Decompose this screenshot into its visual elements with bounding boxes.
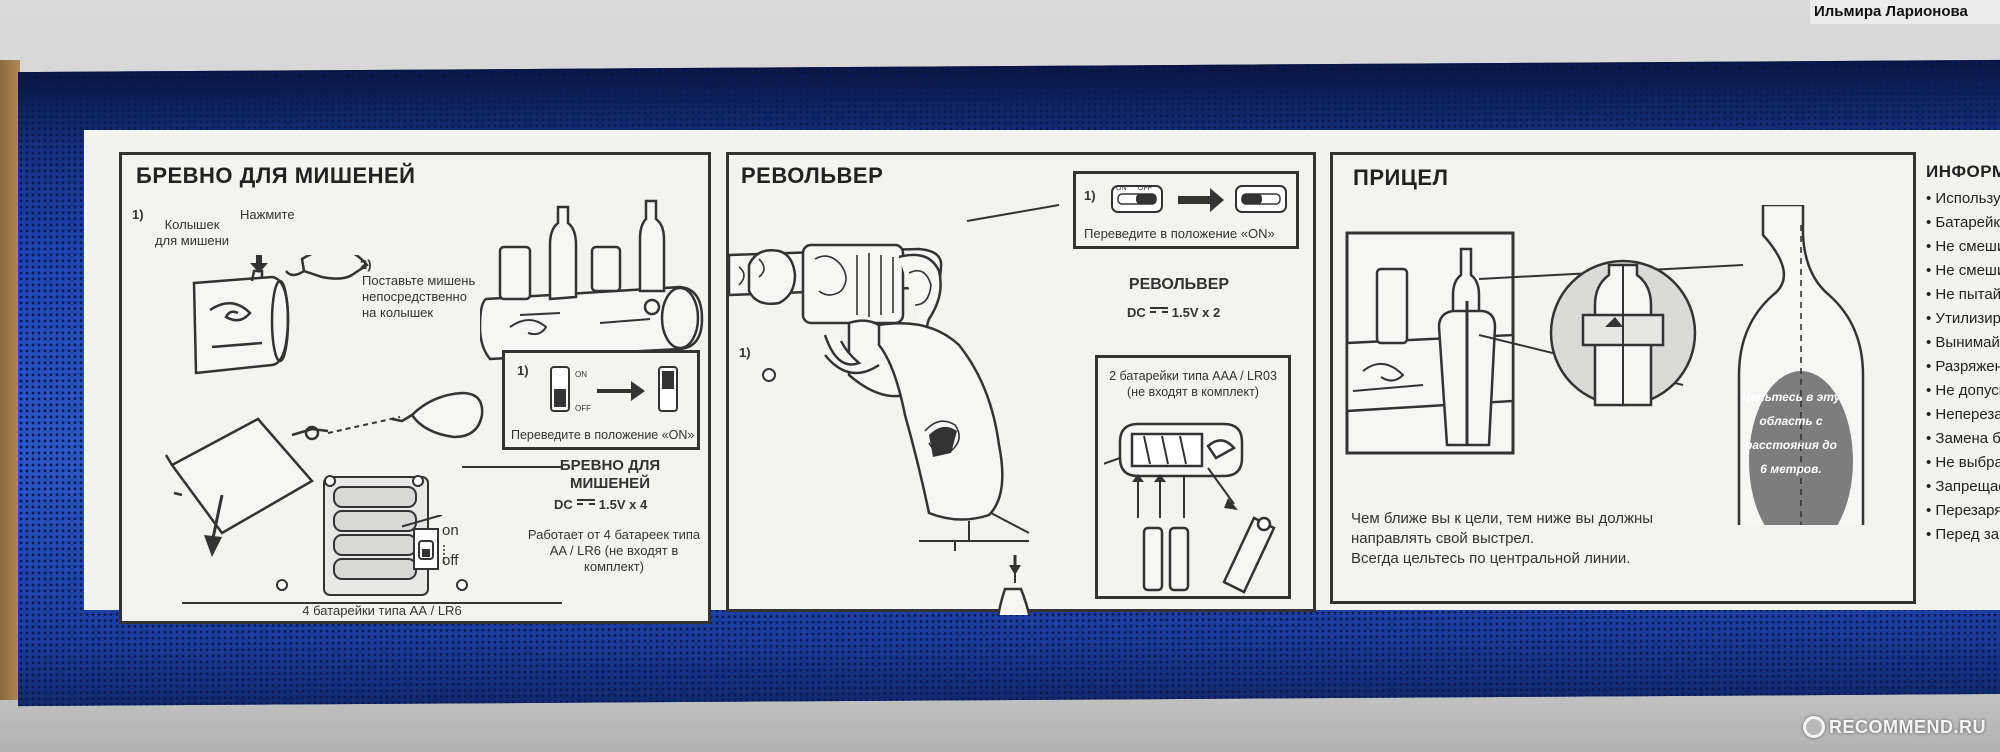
log-power-spec: DC 1.5V x 4 [554,497,647,513]
info-section: ИНФОРМАЦ • Используйте • Батарейки д • Н… [1926,152,2000,592]
sight-section-title: ПРИЦЕЛ [1353,165,1449,190]
log-battery-door-illustration [164,391,562,604]
log-switch-step: 1) [517,363,529,378]
log-with-targets-illustration [480,199,704,361]
info-item: • Не смешива [1926,238,2000,255]
revolver-power-prefix: DC [1127,305,1146,320]
log-step2-number: 2) [360,257,372,272]
info-section-title: ИНФОРМАЦ [1926,162,2000,181]
info-item: • Не смешива [1926,262,2000,279]
log-section: БРЕВНО ДЛЯ МИШЕНЕЙ 1) Колышек для мишени… [119,152,711,624]
recommend-watermark: RECOMMEND.RU [1803,716,1986,738]
recommend-logo-icon [1803,716,1825,738]
info-item: • Утилизируй [1926,310,2000,327]
log-switch-caption: Переведите в положение «ON» [511,428,695,442]
log-on-label: on [442,522,459,539]
log-peg-illustration [192,255,369,375]
revolver-product-name: РЕВОЛЬВЕР [1128,276,1230,293]
log-step1-number: 1) [132,207,144,222]
info-item: • Запрещаетс [1926,478,2000,495]
watermark-text: RECOMMEND.RU [1829,717,1986,737]
info-item: • Разряженны [1926,358,2000,375]
log-power-prefix: DC [554,497,573,512]
log-on-off-switch-icon [402,515,445,570]
info-item: • Не пытайтес [1926,286,2000,303]
revolver-power-spec: DC 1.5V x 2 [1127,305,1220,321]
revolver-switch-caption: Переведите в положение «ON» [1084,226,1275,241]
info-item: • Неперезаря [1926,406,2000,423]
info-item: • Батарейки д [1926,214,2000,231]
log-step1-peg-label: Колышек для мишени [154,217,230,248]
sight-tip-line2: направлять свой выстрел. [1351,530,1535,547]
revolver-step-number: 1) [739,345,751,360]
revolver-switch-off-label: OFF [1138,185,1152,192]
bottom-shadow [0,700,2000,752]
log-power-value: 1.5V x 4 [598,497,648,512]
info-item: • Перед заря [1926,526,2000,543]
revolver-switch-off-on-icon [1111,185,1287,213]
sight-section: ПРИЦЕЛ [1330,152,1916,604]
log-off-label: off [442,552,459,569]
dc-symbol-icon [1149,307,1168,313]
info-item: • Не допускае [1926,382,2000,399]
sight-bottle-target-text: Цельтесь в эту область с расстояния до 6… [1741,390,1841,476]
log-step1-press-label: Нажмите [240,207,295,222]
revolver-power-value: 1.5V x 2 [1171,305,1221,320]
sight-tip-line3: Всегда цельтесь по центральной линии. [1351,550,1631,567]
sight-tip-line1: Чем ближе вы к цели, тем ниже вы должны [1351,510,1654,527]
instruction-panel: БРЕВНО ДЛЯ МИШЕНЕЙ 1) Колышек для мишени… [84,130,2000,624]
log-switch-off-on-icon [550,366,678,412]
dc-symbol-icon [576,499,595,505]
info-item: • Перезаряжа [1926,502,2000,519]
log-section-title: БРЕВНО ДЛЯ МИШЕНЕЙ [136,163,416,188]
revolver-switch-step: 1) [1084,188,1096,203]
info-item: • Вынимайте б [1926,334,2000,351]
revolver-battery-compartment-illustration [1104,422,1276,594]
log-battery-caption: 4 батарейки типа АА / LR6 [302,603,462,618]
revolver-battery-inset: 2 батарейки типа AAA / LR03 (не входят в… [1095,355,1291,599]
log-step2-text: Поставьте мишень непосредственно на колы… [362,273,476,320]
author-name: Ильмира Ларионова [1810,0,2000,24]
info-item: • Замена бата [1926,430,2000,447]
revolver-section: РЕВОЛЬВЕР 1) [726,152,1316,615]
revolver-section-title: РЕВОЛЬВЕР [741,163,884,188]
info-item: • Используйте [1926,190,2000,207]
log-switch-off-label: OFF [575,404,591,413]
log-switch-inset: 1) ON OFF Переведите в положение «ON» [502,350,700,450]
log-works-on-text: Работает от 4 батареек типа AA / LR6 (не… [527,527,701,574]
log-switch-on-label: ON [575,370,587,379]
revolver-switch-on-label: ON [1116,185,1127,192]
info-item: • Не выбрасы [1926,454,2000,471]
sight-aim-illustration [1345,205,1865,525]
box-cardboard-edge [0,60,20,700]
revolver-switch-inset: 1) ON OFF Переведите в положение «ON» [1073,171,1299,249]
revolver-illustration [729,204,1060,615]
revolver-battery-text: 2 батарейки типа AAA / LR03 (не входят в… [1109,369,1277,399]
log-product-name: БРЕВНО ДЛЯ МИШЕНЕЙ [559,457,661,492]
